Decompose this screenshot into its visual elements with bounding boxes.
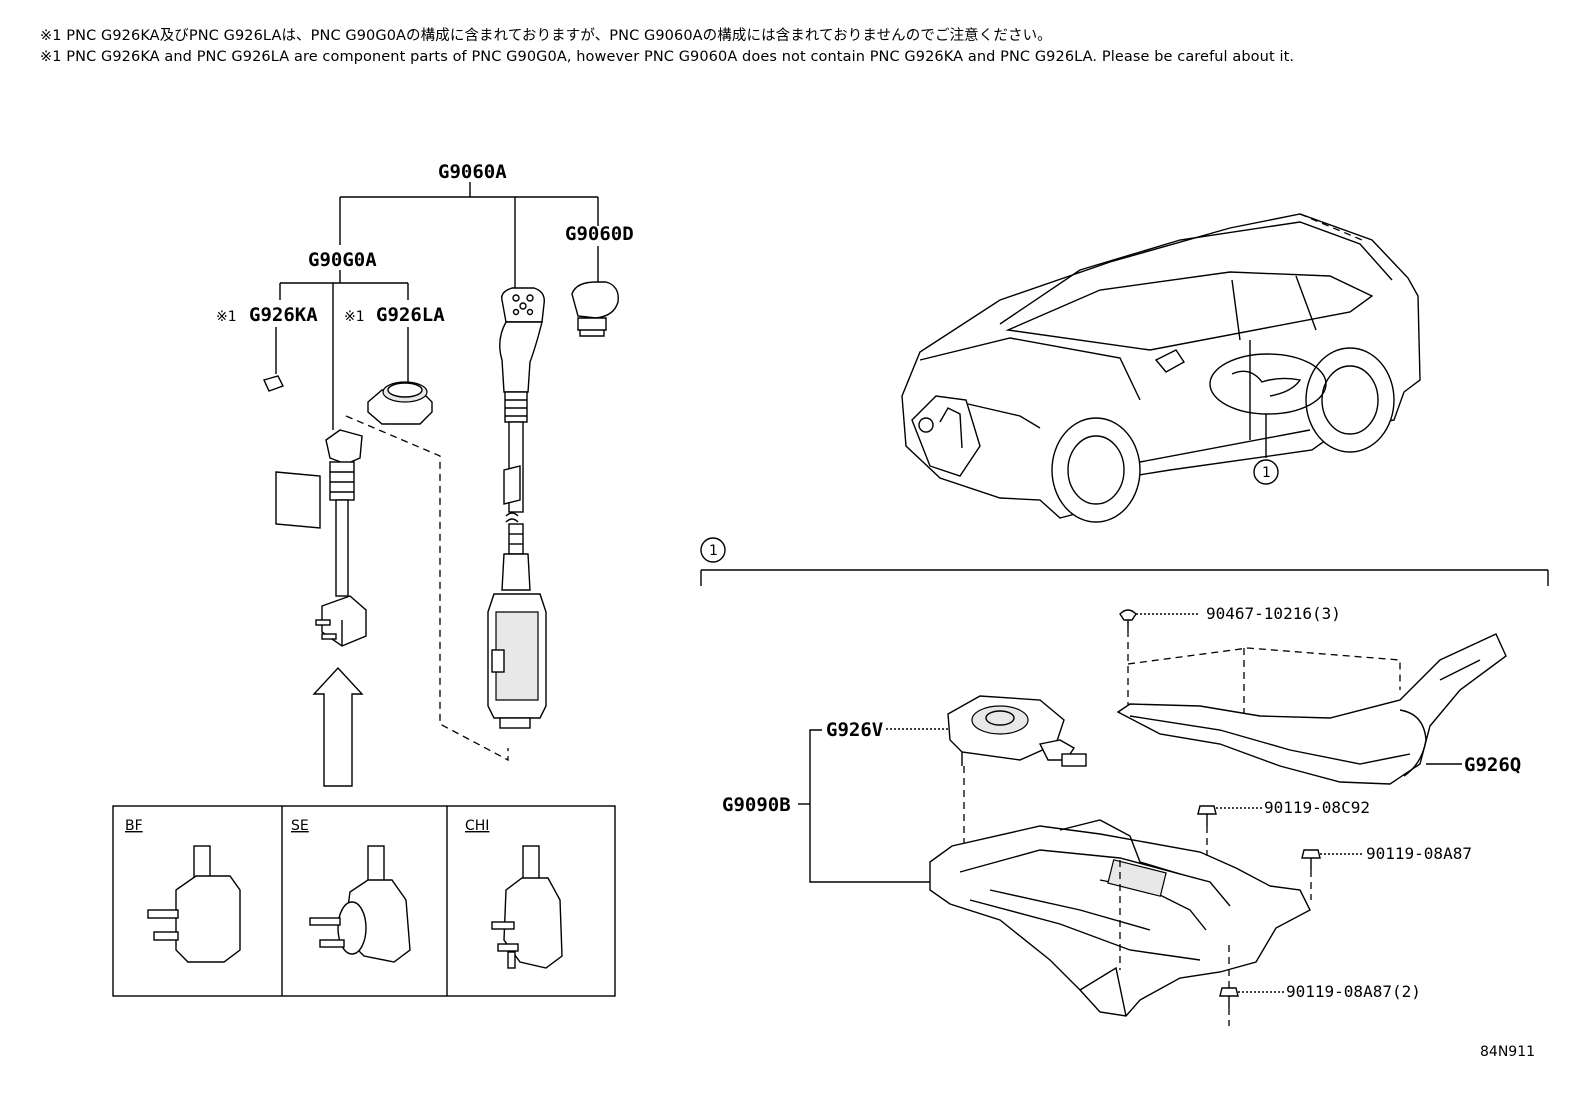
label-g90g0a: G90G0A	[308, 249, 377, 271]
plug-chi-icon	[491, 845, 563, 969]
figure-id: 84N911	[1480, 1044, 1535, 1060]
label-g926ka: G926KA	[249, 304, 318, 326]
part-bolt-08c92	[1197, 805, 1217, 826]
part-bolt-08a87-2	[1219, 987, 1239, 1008]
callout-1-vehicle	[1253, 459, 1279, 485]
note-japanese: ※1 PNC G926KA及びPNC G926LAは、PNC G90G0Aの構成…	[40, 28, 1052, 44]
label-g926la: G926LA	[376, 304, 445, 326]
part-g9060d-holster	[571, 281, 619, 337]
vehicle-illustration	[901, 213, 1421, 523]
note-english: ※1 PNC G926KA and PNC G926LA are compone…	[40, 49, 1295, 65]
label-g9090b: G9090B	[722, 794, 791, 816]
label-g926q: G926Q	[1464, 754, 1521, 776]
callout-1-vehicle-text: 1	[1262, 465, 1271, 481]
part-g926v-unit	[947, 695, 1087, 767]
label-g926v: G926V	[826, 719, 883, 741]
part-g9090b-tray	[929, 819, 1311, 1017]
part-g926la-adapter	[367, 381, 433, 425]
label-90119-08a87: 90119-08A87	[1366, 844, 1472, 863]
plug-variants-panel	[112, 805, 616, 997]
part-g926q-duct	[1116, 633, 1507, 785]
note-mark-g926ka: ※1	[216, 309, 237, 325]
label-g9060d: G9060D	[565, 223, 634, 245]
plug-variant-chi-label: CHI	[465, 818, 489, 834]
plug-bf-icon	[147, 845, 241, 963]
label-90119-08c92: 90119-08C92	[1264, 798, 1370, 817]
part-bolt-08a87	[1301, 849, 1321, 870]
label-90119-08a87-2: 90119-08A87(2)	[1286, 982, 1421, 1001]
part-charge-connector	[487, 287, 547, 729]
label-g9060a: G9060A	[438, 161, 507, 183]
callout-1-section-text: 1	[709, 543, 718, 559]
label-90467-10216: 90467-10216(3)	[1206, 604, 1341, 623]
section-1-header	[700, 537, 1549, 586]
plug-se-icon	[309, 845, 411, 963]
part-g926ka-cap	[263, 375, 284, 392]
part-90467-clip	[1119, 609, 1137, 630]
plug-variant-bf-label: BF	[125, 818, 143, 834]
arrow-up-icon	[312, 666, 364, 787]
part-mains-plug-cable	[275, 429, 367, 647]
note-mark-g926la: ※1	[344, 309, 365, 325]
plug-variant-se-label: SE	[291, 818, 309, 834]
tree-lines: G9060A G90G0A G9060D ※1 G926KA ※1 G926LA	[216, 161, 634, 430]
